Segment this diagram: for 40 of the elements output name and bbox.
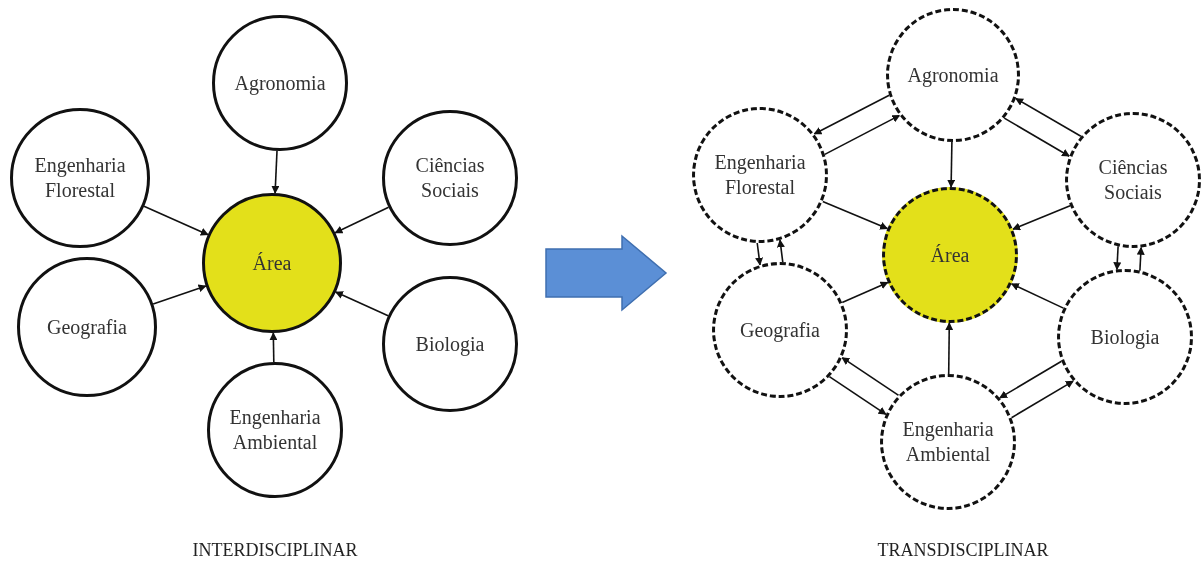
arrow	[1012, 205, 1071, 231]
node-label: Geografia	[46, 314, 128, 340]
arrow	[841, 281, 889, 304]
arrow	[1015, 97, 1082, 138]
arrow	[334, 291, 389, 317]
node-label: Engenharia Florestal	[713, 150, 807, 200]
arrow	[828, 375, 887, 416]
node-label: Engenharia Florestal	[33, 153, 127, 203]
arrow	[813, 94, 890, 135]
arrow	[1113, 245, 1122, 271]
arrow	[143, 205, 209, 236]
node-label: Área	[251, 250, 293, 276]
arrow	[269, 332, 278, 363]
node-label: Agronomia	[906, 62, 1000, 88]
arrow	[271, 150, 280, 194]
arrow	[1010, 380, 1074, 419]
arrow	[945, 322, 954, 375]
node-label: Engenharia Ambiental	[901, 417, 995, 467]
node-label: Biologia	[1089, 324, 1161, 350]
node-label: Biologia	[414, 331, 486, 357]
arrow	[334, 206, 390, 234]
arrow	[999, 360, 1063, 399]
arrow	[1136, 246, 1145, 272]
node-label: Ciências Sociais	[1097, 155, 1169, 205]
node-label: Agronomia	[233, 70, 327, 96]
arrow	[776, 239, 785, 263]
arrow	[1003, 117, 1071, 157]
arrow	[841, 356, 900, 397]
arrow	[755, 242, 764, 266]
arrow	[824, 114, 901, 156]
node-label: Ciências Sociais	[414, 153, 486, 203]
node-label: Área	[929, 242, 971, 268]
arrow	[821, 200, 889, 230]
node-label: Engenharia Ambiental	[228, 405, 322, 455]
node-label: Geografia	[739, 317, 821, 343]
arrow	[152, 284, 207, 305]
arrow	[947, 141, 956, 188]
arrow	[1010, 283, 1065, 309]
caption-text: TRANSDISCIPLINAR	[877, 540, 1049, 561]
caption-text: INTERDISCIPLINAR	[192, 540, 358, 561]
